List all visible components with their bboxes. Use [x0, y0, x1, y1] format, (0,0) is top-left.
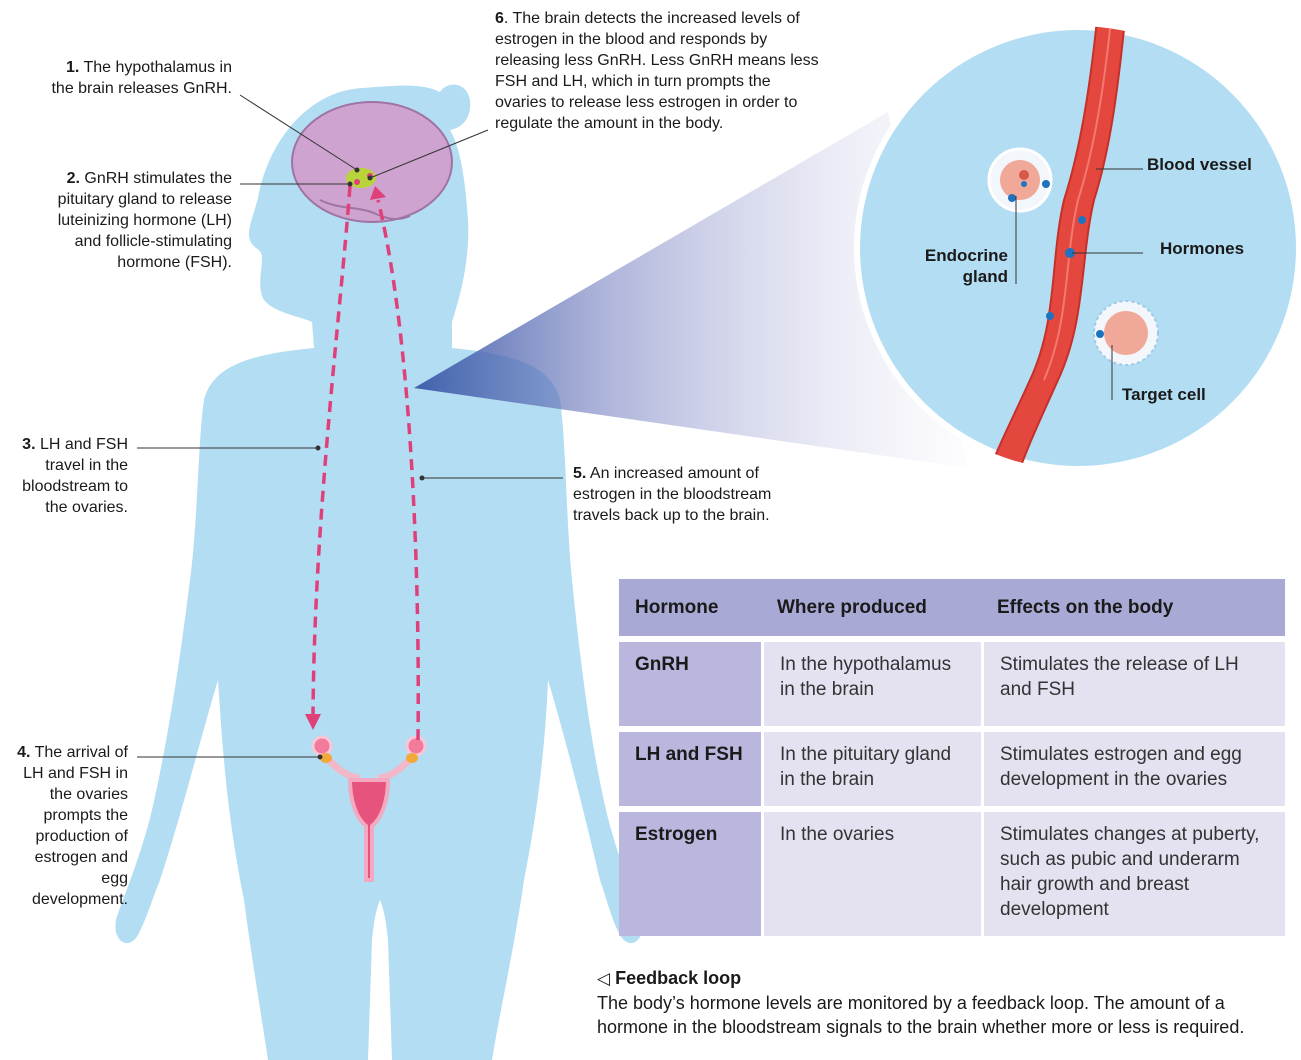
- triangle-left-icon: ◁: [597, 969, 610, 988]
- note-4-text: The arrival of LH and FSH in the ovaries…: [23, 744, 128, 908]
- hormone-name: Estrogen: [619, 812, 761, 936]
- note-3-number: 3.: [22, 436, 35, 453]
- effects: Stimulates the release of LH and FSH: [981, 642, 1285, 726]
- note-6-text: . The brain detects the increased levels…: [495, 10, 819, 132]
- label-endocrine-gland: Endocrine gland: [912, 245, 1008, 287]
- where-produced: In the ovaries: [761, 812, 981, 936]
- effects: Stimulates estrogen and egg development …: [981, 732, 1285, 806]
- note-4-number: 4.: [17, 744, 30, 761]
- note-1: 1. The hypothalamus in the brain release…: [40, 57, 232, 99]
- table-header: Where produced: [761, 579, 981, 636]
- caption: ◁ Feedback loop The body’s hormone level…: [597, 966, 1297, 1039]
- note-2-number: 2.: [67, 170, 80, 187]
- table-row: GnRH In the hypothalamus in the brain St…: [619, 642, 1285, 726]
- note-4: 4. The arrival of LH and FSH in the ovar…: [8, 742, 128, 910]
- where-produced: In the hypothalamus in the brain: [761, 642, 981, 726]
- note-5: 5. An increased amount of estrogen in th…: [573, 463, 803, 526]
- table-header-row: Hormone Where produced Effects on the bo…: [619, 579, 1285, 636]
- note-5-number: 5.: [573, 465, 586, 482]
- hormone-name: LH and FSH: [619, 732, 761, 806]
- caption-title: Feedback loop: [615, 968, 741, 988]
- where-produced: In the pituitary gland in the brain: [761, 732, 981, 806]
- note-6-number: 6: [495, 10, 504, 27]
- note-6: 6. The brain detects the increased level…: [495, 8, 823, 134]
- label-hormones: Hormones: [1160, 238, 1244, 259]
- label-target-cell: Target cell: [1122, 384, 1206, 405]
- note-1-text: The hypothalamus in the brain releases G…: [51, 59, 232, 97]
- table-row: LH and FSH In the pituitary gland in the…: [619, 732, 1285, 806]
- note-3-text: LH and FSH travel in the bloodstream to …: [22, 436, 128, 516]
- label-blood-vessel: Blood vessel: [1147, 154, 1252, 175]
- note-5-text: An increased amount of estrogen in the b…: [573, 465, 771, 524]
- brain: [292, 102, 452, 222]
- note-2: 2. GnRH stimulates the pituitary gland t…: [38, 168, 232, 273]
- table-header: Hormone: [619, 579, 761, 636]
- table-header: Effects on the body: [981, 579, 1285, 636]
- hormone-name: GnRH: [619, 642, 761, 726]
- caption-text: The body’s hormone levels are monitored …: [597, 991, 1297, 1039]
- note-2-text: GnRH stimulates the pituitary gland to r…: [58, 170, 232, 271]
- note-1-number: 1.: [66, 59, 79, 76]
- effects: Stimulates changes at puberty, such as p…: [981, 812, 1285, 936]
- hormone-table: Hormone Where produced Effects on the bo…: [619, 579, 1285, 936]
- note-3: 3. LH and FSH travel in the bloodstream …: [14, 434, 128, 518]
- table-row: Estrogen In the ovaries Stimulates chang…: [619, 812, 1285, 936]
